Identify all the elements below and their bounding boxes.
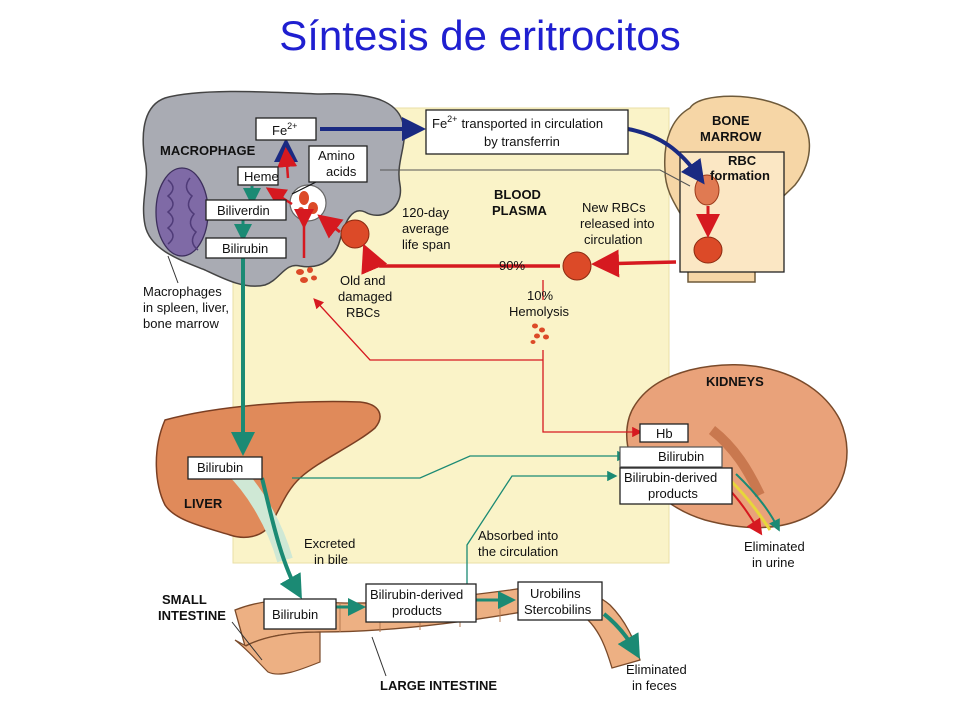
lifespan-label-1: 120-day [402,205,449,220]
pct-90-label: 90% [499,258,525,273]
biliverdin-box [205,199,287,221]
bilirubin-derived-kidney-label-2: products [648,486,698,501]
hemolysis-fragments [530,323,549,344]
bone-marrow-label-1: BONE [712,113,750,128]
liver-shape [155,400,381,538]
eliminated-feces-label-2: in feces [632,678,677,693]
macrophages-label-1: Macrophages [143,284,222,299]
eliminated-urine-label-2: in urine [752,555,795,570]
blood-plasma-label-1: BLOOD [494,187,541,202]
excreted-label-1: Excreted [304,536,355,551]
bone-marrow-label-2: MARROW [700,129,762,144]
bilirubin-derived-intestine-label-2: products [392,603,442,618]
fe-transport-box [425,109,629,155]
kidneys-label: KIDNEYS [706,374,764,389]
macrophage-label: MACROPHAGE [160,143,256,158]
rbc-formation-label-1: RBC [728,153,757,168]
bilirubin-derived-intestine-box [365,583,477,623]
rbc-formation-label-2: formation [710,168,770,183]
macrophage-nucleus [155,167,209,257]
fe-label: Fe2+ [272,121,297,138]
amino-acids-box [308,145,368,183]
new-rbcs-label-3: circulation [584,232,643,247]
eliminated-feces-label-1: Eliminated [626,662,687,677]
absorbed-label-2: the circulation [478,544,558,559]
bilirubin-si-box [263,598,337,630]
lifespan-label-2: average [402,221,449,236]
bilirubin-derived-kidney-label-1: Bilirubin-derived [624,470,717,485]
excreted-label-2: in bile [314,552,348,567]
fe-transport-label-2: by transferrin [484,134,560,149]
old-rbcs-label-2: damaged [338,289,392,304]
bilirubin-kidney-box [619,446,723,468]
rbc-old [340,219,370,249]
absorbed-label-1: Absorbed into [478,528,558,543]
blood-plasma-label-2: PLASMA [492,203,548,218]
urobilins-label: Urobilins [530,586,581,601]
old-rbcs-label-3: RBCs [346,305,380,320]
bilirubin-kidney-label: Bilirubin [658,449,704,464]
hemolysis-label: Hemolysis [509,304,569,319]
bilirubin-liver-box [187,456,263,480]
eliminated-urine-label-1: Eliminated [744,539,805,554]
rbc-circulating [562,251,592,281]
small-intestine-tube [234,631,321,675]
large-intestine-label: LARGE INTESTINE [380,678,497,693]
bilirubin-macrophage-label: Bilirubin [222,241,268,256]
heme-box [237,166,279,186]
pct-10-label: 10% [527,288,553,303]
macrophage-vesicle [289,184,327,222]
lifespan-label-3: life span [402,237,450,252]
hb-label: Hb [656,426,673,441]
heme-label: Heme [244,169,279,184]
hb-box [639,423,689,443]
biliverdin-label: Biliverdin [217,203,270,218]
macrophages-label-2: in spleen, liver, [143,300,229,315]
small-intestine-label-1: SMALL [162,592,207,607]
amino-label-1: Amino [318,148,355,163]
page-title: Síntesis de eritrocitos [279,12,681,59]
rbc-bone-bottom [693,236,723,264]
fe-transport-label-1: Fe2+transported in circulation [432,114,603,131]
small-intestine-label-2: INTESTINE [158,608,226,623]
liver-label: LIVER [184,496,223,511]
stercobilins-label: Stercobilins [524,602,592,617]
bilirubin-macrophage-box [205,237,287,259]
bilirubin-si-label: Bilirubin [272,607,318,622]
amino-label-2: acids [326,164,357,179]
fe-box [255,117,317,141]
old-rbcs-label-1: Old and [340,273,386,288]
bilirubin-liver-label: Bilirubin [197,460,243,475]
new-rbcs-label-2: released into [580,216,654,231]
rbc-fragments-macrophage [296,267,317,283]
urobilins-box [517,581,603,621]
macrophages-label-3: bone marrow [143,316,219,331]
bilirubin-derived-intestine-label-1: Bilirubin-derived [370,587,463,602]
new-rbcs-label-1: New RBCs [582,200,646,215]
bilirubin-derived-kidney-box [619,467,733,505]
